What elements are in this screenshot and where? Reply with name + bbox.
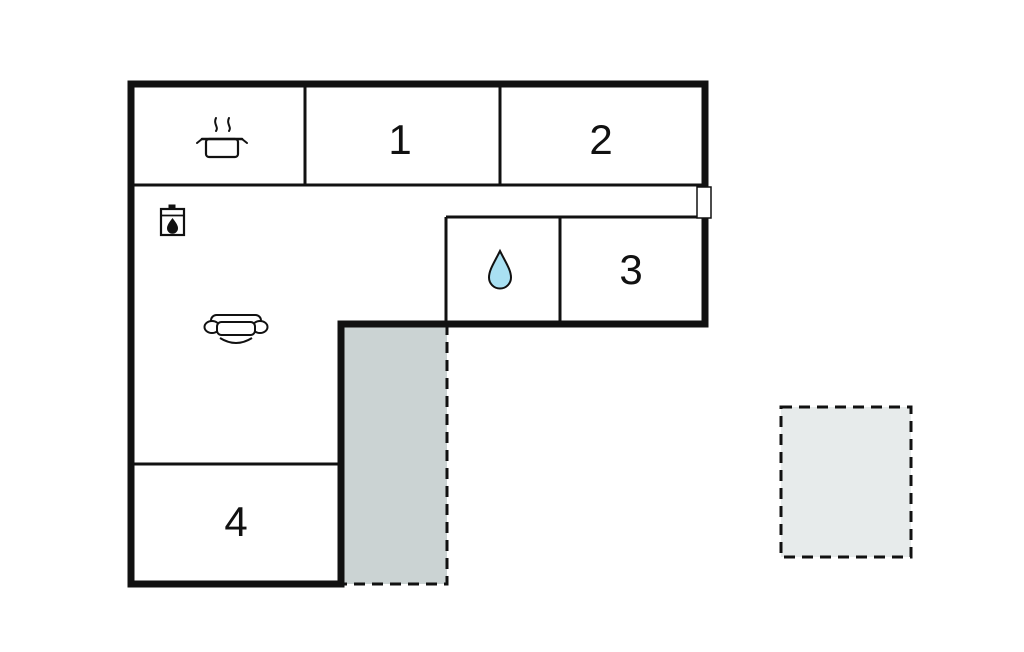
interior-walls [131, 84, 705, 466]
stove-flame [167, 218, 178, 234]
pot-handles [196, 138, 248, 144]
room-4-label: 4 [224, 498, 247, 545]
hotplate-icon [196, 117, 248, 159]
stove-chimney [168, 204, 176, 210]
water-drop-icon [487, 248, 513, 290]
door-opening [696, 186, 712, 219]
room-1-label: 1 [388, 116, 411, 163]
room-3-label: 3 [619, 246, 642, 293]
pot-body [204, 137, 240, 159]
sofa-seat [216, 321, 256, 336]
terrace-attached-dashed-border [341, 324, 449, 586]
terrace-detached [779, 405, 913, 559]
sofa-icon [203, 314, 269, 344]
exterior-walls [127, 80, 709, 588]
room-2-label: 2 [589, 116, 612, 163]
sofa-base [219, 337, 253, 344]
pot-steam [214, 117, 231, 132]
terrace-attached [341, 324, 447, 584]
fireplace-icon [159, 204, 186, 237]
